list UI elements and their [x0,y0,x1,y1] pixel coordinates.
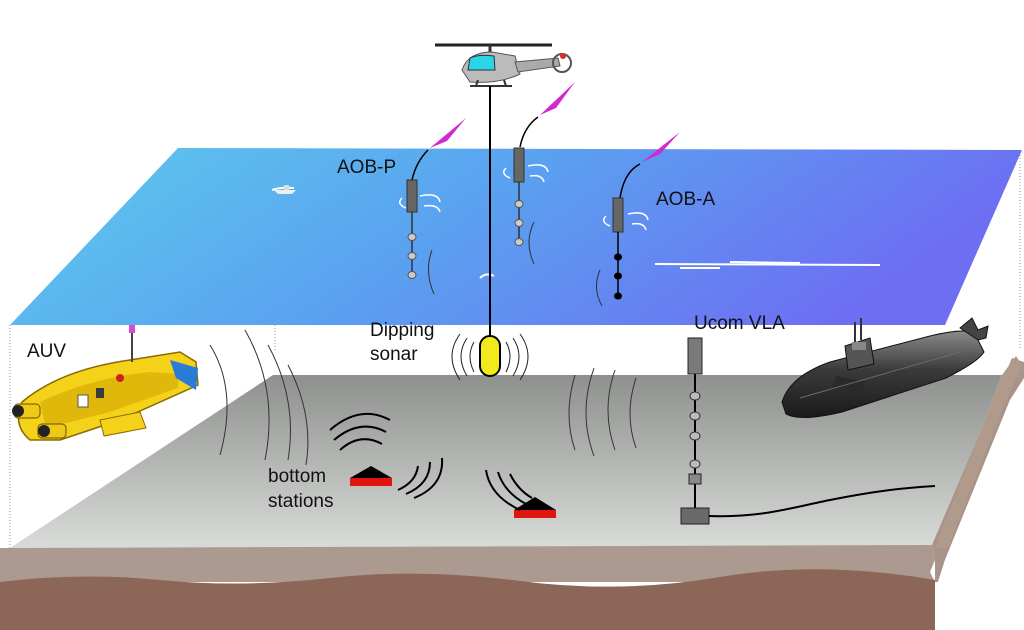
label-auv: AUV [27,341,67,362]
auv-icon [12,325,199,441]
label-dipping-sonar-line2: sonar [370,344,418,365]
sea-surface [10,148,1022,325]
middle-buoy [503,82,575,246]
antenna-icon [430,118,466,148]
sediment-edge-dark [935,378,1024,630]
ucom-vla [680,337,936,525]
dipping-sonar-waves [451,333,529,381]
label-bottom-stations-line1: bottom [268,466,327,487]
bottom-station-2 [485,469,556,518]
antenna-icon [642,132,680,162]
label-ucom-vla: Ucom VLA [694,313,785,334]
aob-p-buoy [399,118,466,279]
sediment-bottom-layer [0,569,935,630]
label-bottom-stations-line2: stations [268,491,334,512]
bottom-station-icon [514,497,556,510]
label-dipping-sonar-line1: Dipping [370,320,435,341]
aob-a-buoy [603,132,680,300]
antenna-icon [540,82,575,115]
dipping-sonar-body [479,335,501,377]
helicopter-icon [435,43,572,87]
water-acoustic-arcs [209,221,637,466]
label-aob-p: AOB-P [337,157,397,178]
surface-waves [271,186,881,279]
submarine-icon [781,317,989,418]
bottom-station-1 [329,413,444,499]
seabed [10,375,1002,548]
sediment-edge-band [935,356,1022,548]
ship-icon [274,185,296,194]
sediment-top-layer [0,545,935,582]
label-bottom-stations: bottom stations [268,466,333,513]
label-aob-a: AOB-A [656,189,716,210]
label-dipping-sonar: Dipping sonar [370,320,434,366]
bottom-station-icon [350,466,392,478]
